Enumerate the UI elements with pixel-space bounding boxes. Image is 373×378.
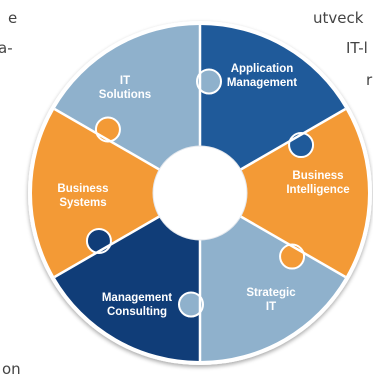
puzzle-knob-strategic-it [85,227,112,254]
bg-text-top-left-1: e [8,9,18,27]
label-business-systems-line2: Systems [59,197,106,209]
label-it-solutions-line2: Solutions [99,89,151,101]
label-it-solutions-line1: IT [120,75,130,87]
bg-text-top-left-2: a- [0,39,13,57]
label-business-systems-line1: Business [57,183,108,195]
segment-strategic-it [54,216,200,361]
label-strategic-it-line2: IT [266,301,276,313]
puzzle-knob-application-management [279,243,306,270]
label-application-management-line1: Application [231,63,294,75]
label-business-intelligence-line1: Business [292,170,343,182]
bg-text-top-right-2: IT-l [346,39,368,57]
segment-application-management [240,109,368,277]
segment-management-consulting [31,109,160,277]
segment-divider [240,107,347,171]
segment-it-solutions [200,25,346,170]
bg-text-top-right-3: r [366,71,373,89]
label-business-intelligence-line2: Intelligence [286,184,349,196]
puzzle-knob-business-systems [196,68,222,95]
label-application-management-line2: Management [227,77,297,89]
puzzle-knob-business-intelligence [178,291,204,318]
bg-text-top-right-1: utveck [313,9,364,27]
label-strategic-it-line1: Strategic [246,287,296,299]
label-management-consulting-line2: Consulting [107,306,167,318]
segment-divider [53,107,160,171]
puzzle-knob-management-consulting [94,116,121,143]
segment-divider [240,215,347,279]
label-management-consulting-line1: Management [102,292,172,304]
segment-business-intelligence [200,216,346,361]
center-hole [152,145,248,241]
segment-business-systems [54,25,200,170]
segment-divider [53,215,160,279]
puzzle-knob-it-solutions [288,132,315,159]
